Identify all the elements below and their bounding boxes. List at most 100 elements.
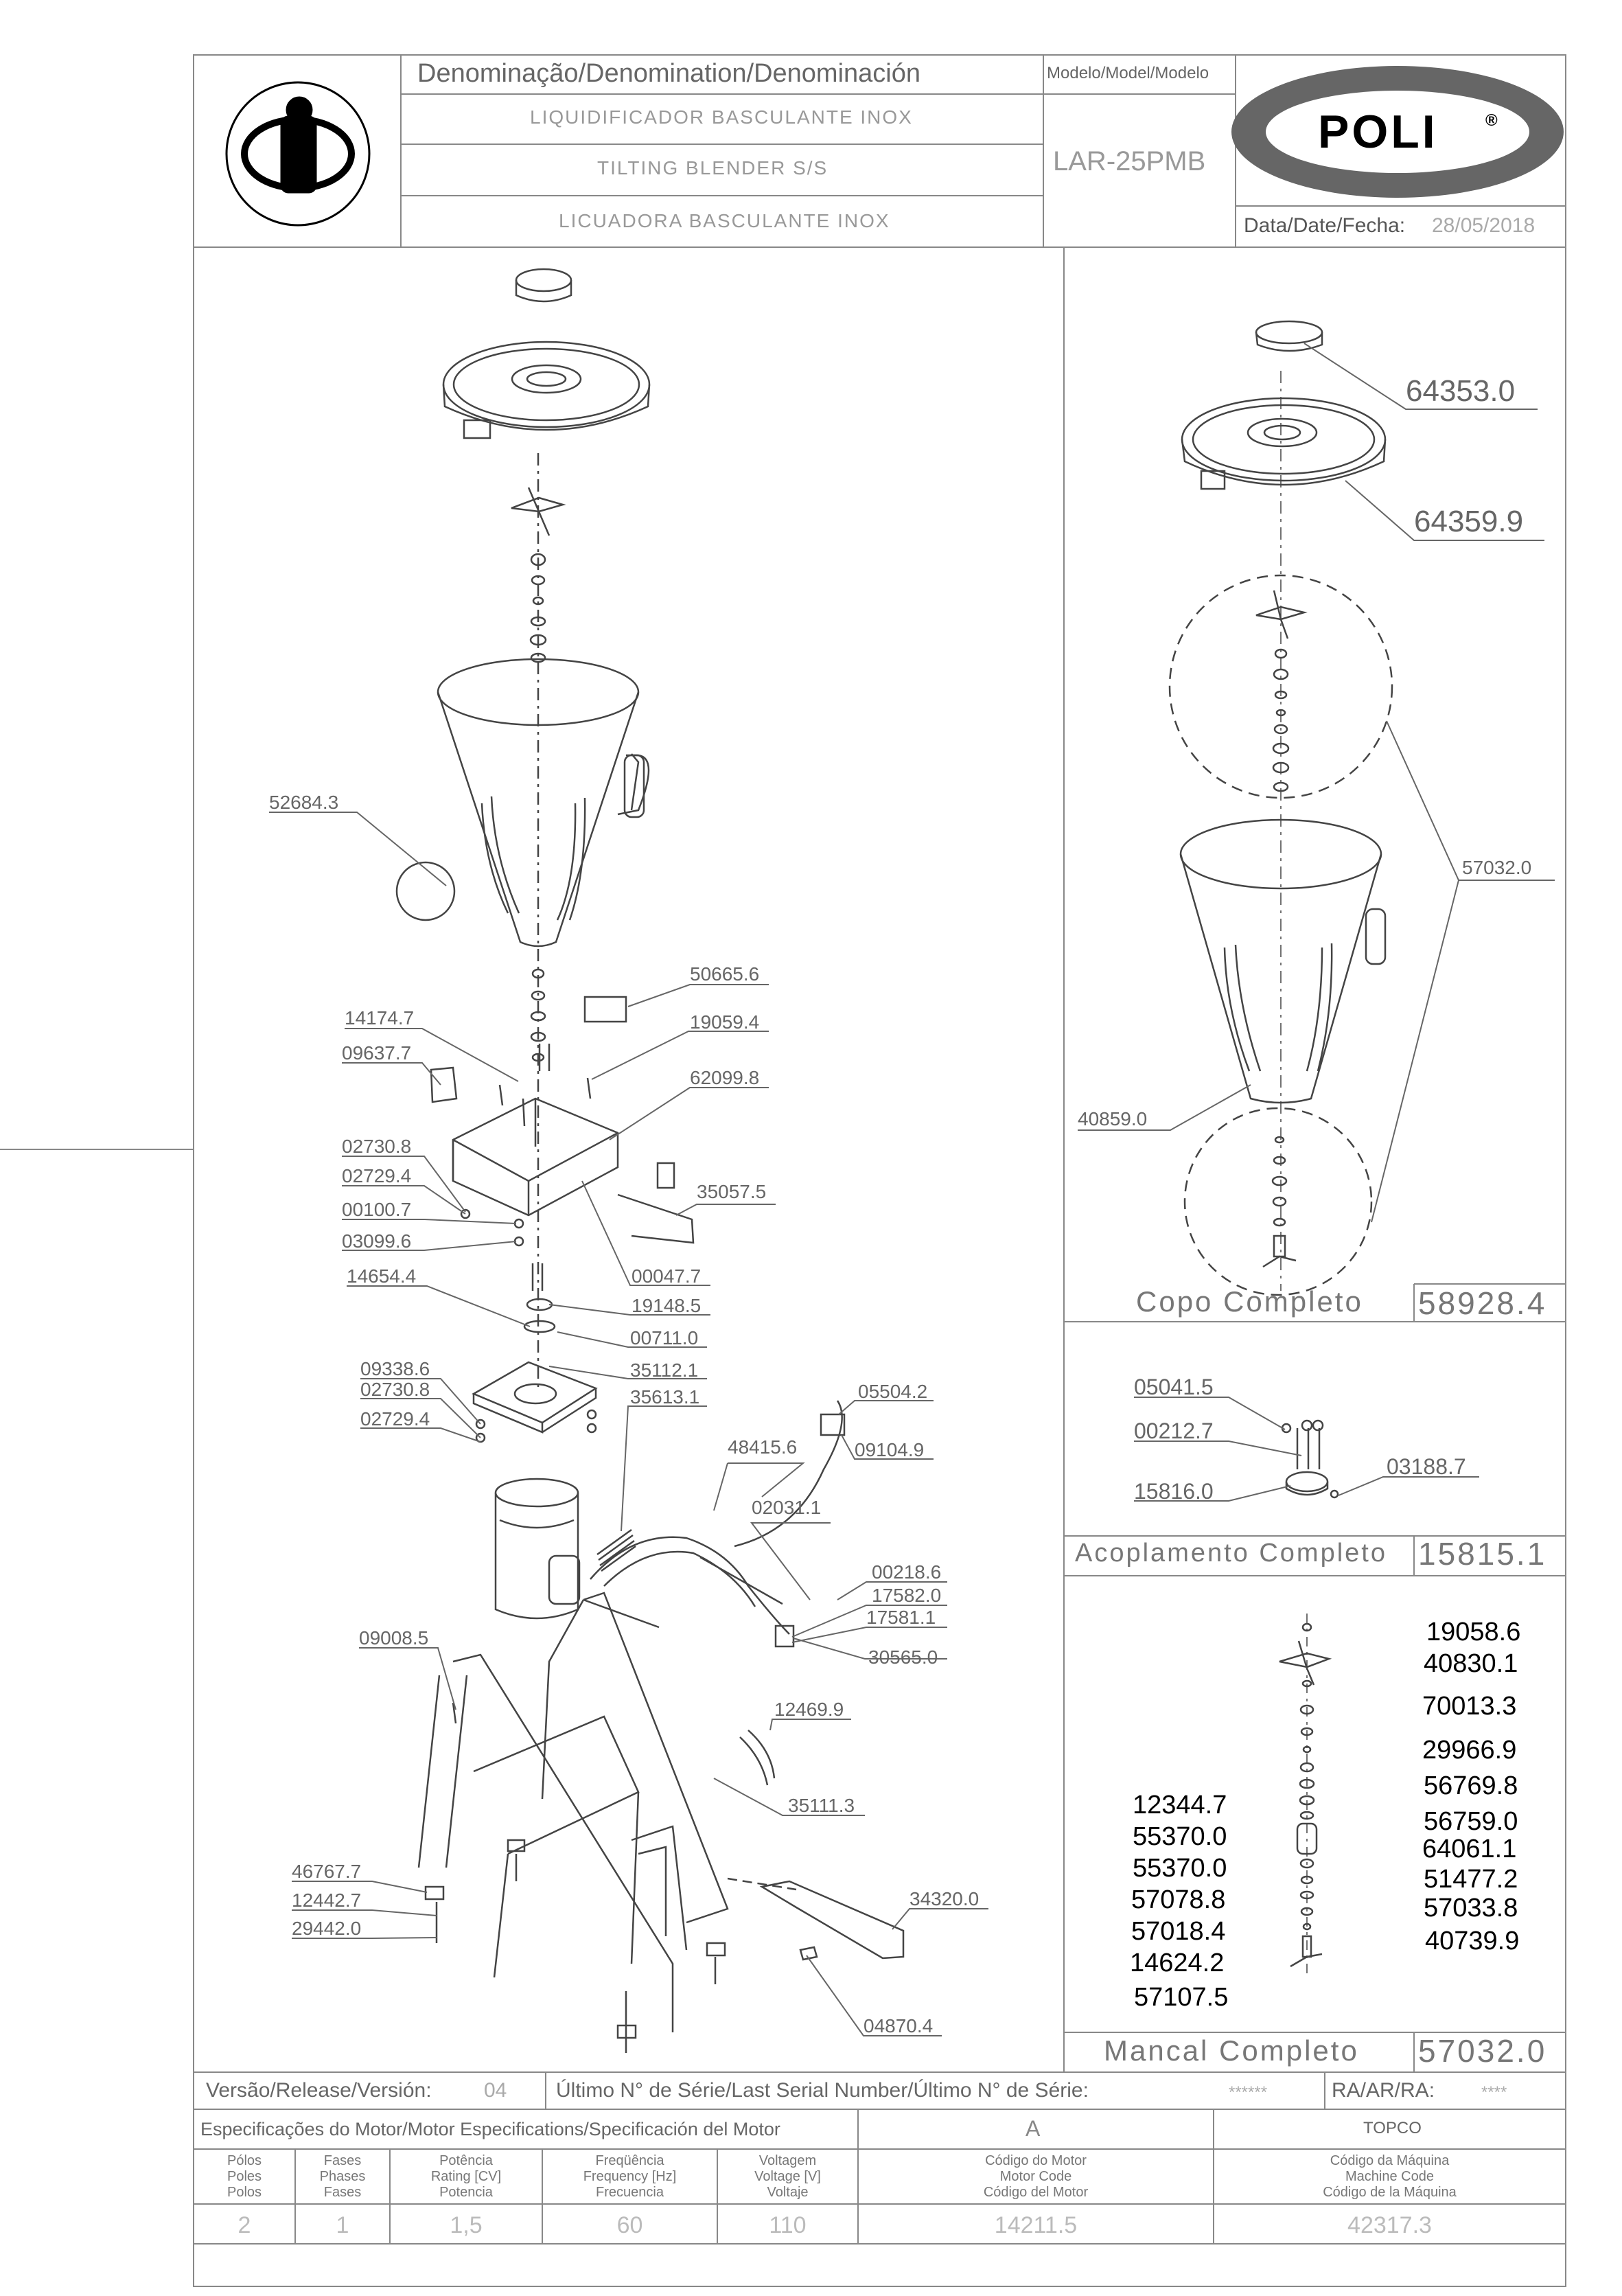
col-machine-code-es: Código de la Máquina — [1323, 2185, 1457, 2200]
col-freq-header: Freqüência Frequency [Hz] Frecuencia — [542, 2153, 717, 2201]
bearing-code: 14624.2 — [1130, 1949, 1225, 1977]
part-label: 00047.7 — [632, 1265, 702, 1287]
part-label: 57032.0 — [1462, 857, 1532, 878]
part-label: 12442.7 — [292, 1890, 362, 1911]
part-label: 14654.4 — [347, 1265, 417, 1287]
val-motor-code: 14211.5 — [994, 2212, 1078, 2238]
bearing-code: 19058.6 — [1426, 1618, 1521, 1646]
supplier-name: TOPCO — [1363, 2119, 1422, 2137]
col-machine-code-pt: Código da Máquina — [1330, 2153, 1450, 2168]
part-label: 52684.3 — [269, 792, 339, 813]
part-label: 12469.9 — [774, 1699, 844, 1720]
part-label: 02031.1 — [752, 1497, 822, 1518]
version-label: Versão/Release/Versión: — [206, 2079, 432, 2102]
part-label: 17581.1 — [866, 1607, 936, 1628]
part-label: 09104.9 — [855, 1439, 925, 1460]
version-value: 04 — [484, 2079, 507, 2102]
part-label: 00218.6 — [872, 1561, 942, 1583]
col-machine-code-en: Machine Code — [1345, 2169, 1434, 2184]
part-label: 30565.0 — [868, 1646, 938, 1668]
part-label: 48415.6 — [728, 1436, 798, 1458]
part-label: 64353.0 — [1406, 374, 1516, 408]
part-label: 02730.8 — [342, 1136, 412, 1157]
serial-value: ****** — [1229, 2083, 1268, 2102]
col-machine-code-header: Código da Máquina Machine Code Código de… — [1214, 2153, 1566, 2201]
val-machine-code: 42317.3 — [1347, 2212, 1432, 2238]
col-voltage-header: Voltagem Voltage [V] Voltaje — [717, 2153, 858, 2201]
product-name-es: LICUADORA BASCULANTE INOX — [559, 210, 890, 231]
val-power: 1,5 — [450, 2212, 483, 2238]
part-label: 35057.5 — [697, 1181, 767, 1202]
bearing-code: 55370.0 — [1133, 1822, 1227, 1851]
bearing-section-title: Mancal Completo — [1104, 2034, 1359, 2067]
part-label: 29442.0 — [292, 1918, 362, 1939]
bearing-code: 57078.8 — [1131, 1885, 1226, 1914]
bearing-code: 56759.0 — [1424, 1807, 1518, 1836]
ra-value: **** — [1481, 2083, 1507, 2102]
col-power-es: Potencia — [439, 2185, 493, 2200]
bearing-code: 57107.5 — [1134, 1983, 1229, 2012]
part-label: 35613.1 — [630, 1386, 700, 1408]
brand-logo: POLI — [1318, 106, 1438, 158]
col-poles-en: Poles — [227, 2169, 262, 2184]
col-freq-en: Frequency [Hz] — [583, 2169, 677, 2184]
bearing-code: 70013.3 — [1422, 1692, 1517, 1721]
serial-label: Último N° de Série/Last Serial Number/Úl… — [556, 2079, 1089, 2102]
part-label: 35111.3 — [788, 1795, 855, 1816]
part-label: 40859.0 — [1078, 1108, 1148, 1129]
col-power-en: Rating [CV] — [430, 2169, 502, 2184]
part-label: 02729.4 — [360, 1408, 430, 1430]
coupling-section-title: Acoplamento Completo — [1075, 1539, 1387, 1568]
col-voltage-en: Voltage [V] — [754, 2169, 821, 2184]
part-label: 05041.5 — [1134, 1375, 1214, 1399]
bearing-code: 29966.9 — [1422, 1736, 1517, 1765]
col-voltage-pt: Voltagem — [758, 2153, 817, 2168]
col-motor-code-header: Código do Motor Motor Code Código del Mo… — [858, 2153, 1214, 2201]
seal-graphic — [225, 81, 371, 227]
col-freq-pt: Freqüência — [595, 2153, 664, 2168]
part-label: 09338.6 — [360, 1358, 430, 1379]
part-label: 02730.8 — [360, 1379, 430, 1400]
motor-spec-label: Especificações do Motor/Motor Especifica… — [200, 2119, 780, 2139]
bearing-code: 40739.9 — [1425, 1927, 1520, 1955]
part-label: 50665.6 — [690, 963, 760, 985]
val-poles: 2 — [237, 2212, 251, 2238]
col-power-header: Potência Rating [CV] Potencia — [390, 2153, 542, 2201]
part-label: 35112.1 — [630, 1359, 699, 1381]
bearing-code: 64061.1 — [1422, 1835, 1517, 1863]
col-poles-pt: Pólos — [227, 2153, 262, 2168]
bearing-code: 12344.7 — [1133, 1791, 1227, 1819]
val-voltage: 110 — [769, 2212, 807, 2238]
val-phases: 1 — [336, 2212, 349, 2238]
bearing-code: 57018.4 — [1131, 1917, 1226, 1946]
part-label: 34320.0 — [910, 1888, 980, 1909]
part-label: 09008.5 — [359, 1627, 429, 1649]
col-power-pt: Potência — [439, 2153, 493, 2168]
part-label: 19059.4 — [690, 1011, 760, 1033]
model-value: LAR-25PMB — [1053, 146, 1206, 176]
col-phases-en: Phases — [319, 2169, 366, 2184]
part-label: 00212.7 — [1134, 1419, 1214, 1443]
denomination-title: Denominação/Denomination/Denominación — [417, 59, 920, 88]
col-phases-pt: Fases — [323, 2153, 362, 2168]
part-label: 09637.7 — [342, 1042, 412, 1064]
part-label: 64359.9 — [1414, 505, 1524, 538]
part-label: 19148.5 — [632, 1295, 702, 1316]
val-freq: 60 — [616, 2212, 643, 2238]
bearing-code: 57033.8 — [1424, 1894, 1518, 1922]
bearing-section-code: 57032.0 — [1418, 2033, 1547, 2069]
cup-section-title: Copo Completo — [1136, 1285, 1363, 1318]
col-freq-es: Frecuencia — [596, 2185, 664, 2200]
col-motor-code-en: Motor Code — [999, 2169, 1072, 2184]
part-label: 02729.4 — [342, 1165, 412, 1186]
coupling-section-code: 15815.1 — [1418, 1536, 1547, 1572]
col-motor-code-es: Código del Motor — [983, 2185, 1089, 2200]
col-voltage-es: Voltaje — [767, 2185, 809, 2200]
col-phases-header: Fases Phases Fases — [295, 2153, 390, 2201]
col-poles-header: Pólos Poles Polos — [194, 2153, 295, 2201]
cup-section-code: 58928.4 — [1418, 1285, 1547, 1321]
part-label: 14174.7 — [345, 1007, 415, 1029]
date-value: 28/05/2018 — [1432, 214, 1536, 237]
part-label: 05504.2 — [858, 1381, 928, 1402]
brand-registered-mark: ® — [1485, 111, 1498, 130]
